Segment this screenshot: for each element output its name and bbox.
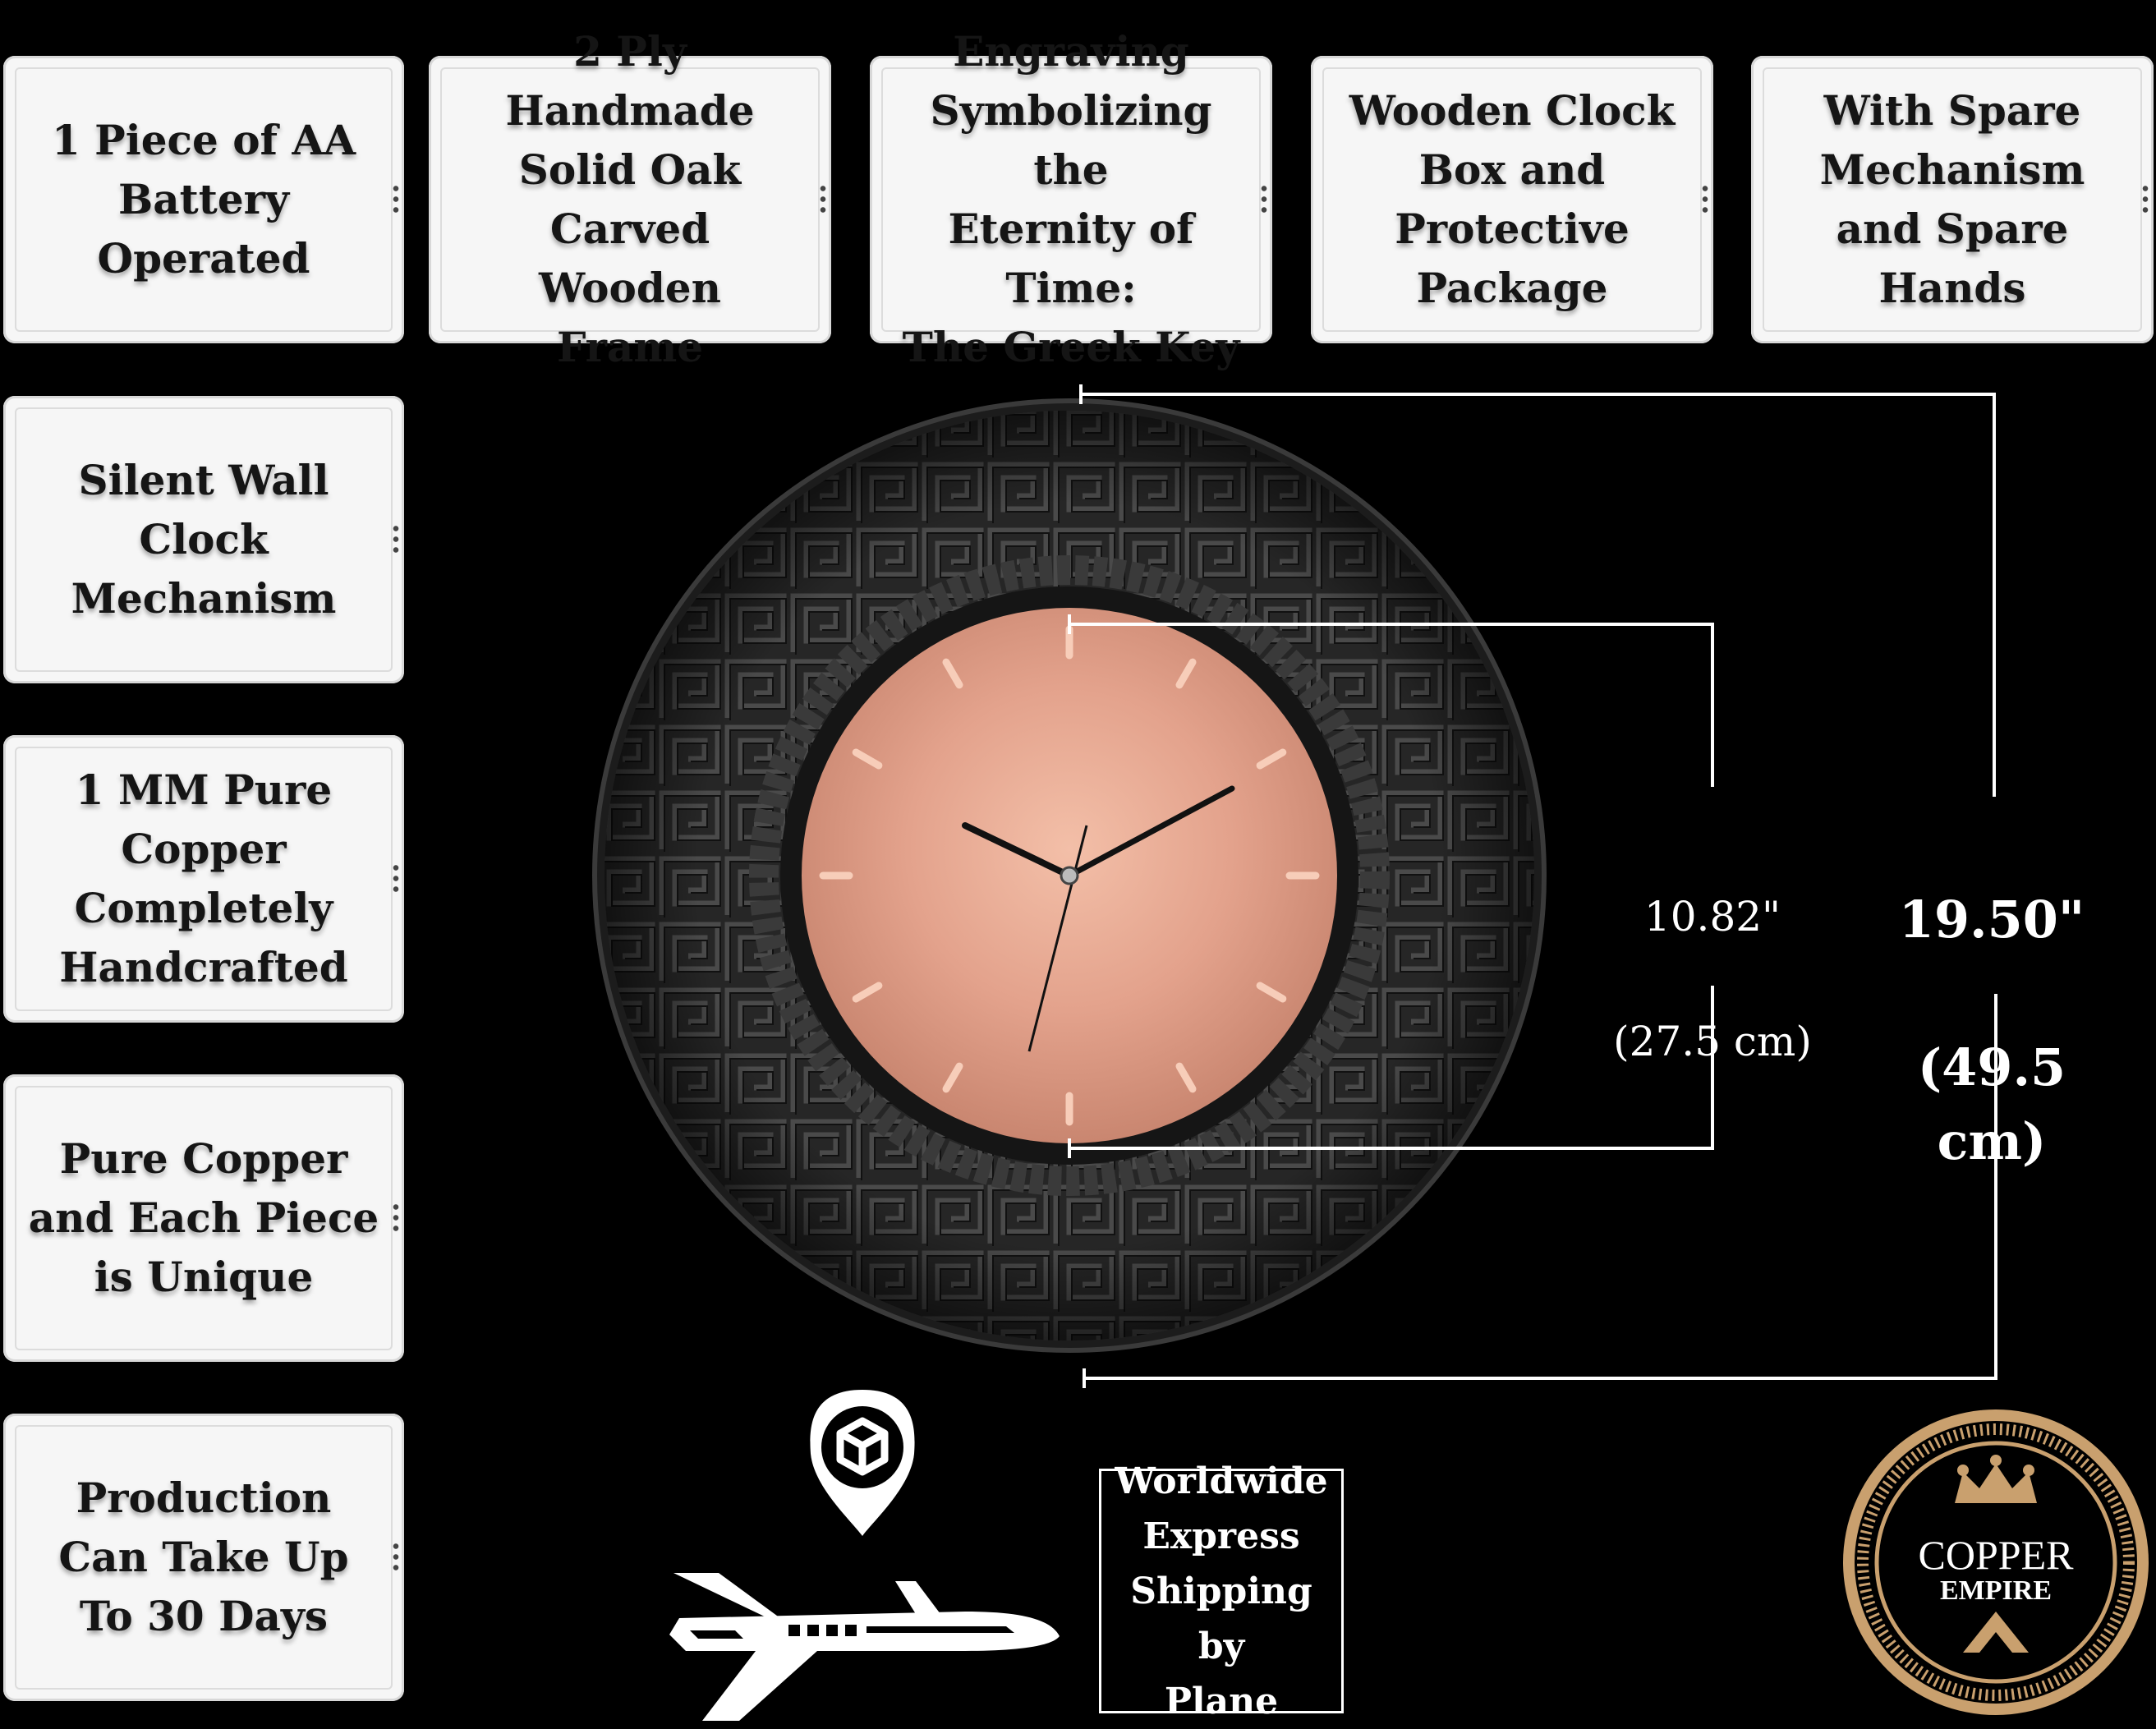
shipping-box: Worldwide Express Shipping by Plane [1099,1460,1344,1722]
feature-label: Engraving Symbolizing the Eternity of Ti… [902,27,1240,371]
brand-logo: COPPER EMPIRE [1843,1409,2149,1715]
hour-marker [852,748,883,770]
more-options-icon [393,1541,399,1574]
brand-name-line1: COPPER [1919,1532,2075,1578]
feature-label: 1 MM Pure Copper Completely Handcrafted [59,766,348,991]
hour-marker [942,658,963,689]
outer-diameter-inches: 19.50" [1898,890,2085,950]
feature-card-battery: 1 Piece of AA Battery Operated [3,56,404,343]
more-options-icon [393,1202,399,1235]
more-options-icon [1261,183,1267,216]
feature-label: Wooden Clock Box and Protective Package [1349,86,1676,312]
feature-card-unique: Pure Copper and Each Piece is Unique [3,1074,404,1362]
feature-label: Pure Copper and Each Piece is Unique [28,1134,379,1301]
hour-marker [1256,982,1287,1003]
inner-diameter-inches: 10.82" [1643,893,1781,940]
airplane-icon [669,1390,1060,1721]
brand-name-line2: EMPIRE [1940,1575,2052,1606]
feature-label: Silent Wall Clock Mechanism [71,456,337,623]
hour-marker [1175,658,1197,689]
feature-label: 1 Piece of AA Battery Operated [51,116,356,283]
feature-label: With Spare Mechanism and Spare Hands [1819,86,2085,312]
more-options-icon [820,183,826,216]
feature-card-copper: 1 MM Pure Copper Completely Handcrafted [3,735,404,1023]
more-options-icon [393,183,399,216]
more-options-icon [393,862,399,895]
hour-marker [942,1062,963,1093]
outer-diameter-label: 19.50" (49.5 cm) [1856,809,2127,1179]
more-options-icon [1702,183,1708,216]
hour-marker [1175,1062,1197,1093]
hour-marker [852,982,883,1003]
hour-marker [1256,748,1287,770]
feature-label: 2 Ply Handmade Solid Oak Carved Wooden F… [505,27,755,371]
outer-diameter-cm: (49.5 cm) [1917,1037,2066,1171]
feature-card-engraving: Engraving Symbolizing the Eternity of Ti… [870,27,1272,371]
shipping-text: Worldwide Express Shipping by Plane [1115,1460,1328,1722]
feature-card-silent: Silent Wall Clock Mechanism [3,396,404,683]
crown-icon [1955,1455,2037,1653]
more-options-icon [393,523,399,556]
feature-card-frame: 2 Ply Handmade Solid Oak Carved Wooden F… [429,27,831,371]
inner-diameter-cm: (27.5 cm) [1613,1018,1812,1065]
box-icon [836,1417,889,1476]
feature-card-production: Production Can Take Up To 30 Days [3,1414,404,1701]
feature-card-spares: With Spare Mechanism and Spare Hands [1751,56,2154,343]
inner-diameter-label: 10.82" (27.5 cm) [1602,823,1823,1073]
more-options-icon [2142,183,2149,216]
feature-card-packaging: Wooden Clock Box and Protective Package [1311,56,1713,343]
feature-label: Production Can Take Up To 30 Days [58,1474,349,1640]
